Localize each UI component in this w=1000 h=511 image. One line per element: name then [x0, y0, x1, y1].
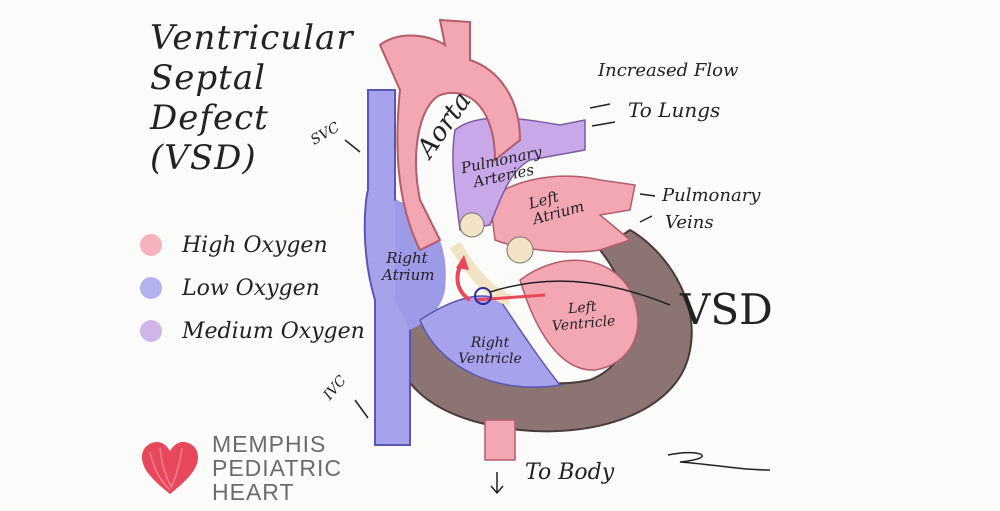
- diagram-title: Ventricular Septal Defect (VSD): [150, 18, 354, 178]
- legend-item-medium: Medium Oxygen: [140, 316, 365, 346]
- ivc-arrow-icon: [354, 399, 369, 419]
- label-right-ventricle: Right Ventricle: [458, 335, 522, 367]
- right-ventricle-shape: [419, 295, 562, 388]
- logo-text: MEMPHIS PEDIATRIC HEART: [212, 431, 342, 505]
- medium-oxygen-swatch: [140, 320, 162, 342]
- label-vsd: VSD: [680, 285, 773, 334]
- label-increased-flow: Increased Flow: [598, 60, 739, 81]
- vsd-hole: [474, 287, 492, 305]
- heart-logo-icon: [142, 442, 198, 494]
- left-ventricle-shape: [519, 259, 639, 371]
- svc-arrow-icon: [344, 139, 361, 153]
- mitral-valve: [506, 236, 534, 264]
- lungs-arrow-icon: [589, 103, 616, 127]
- label-to-lungs: To Lungs: [628, 98, 721, 122]
- label-left-ventricle: Left Ventricle: [551, 298, 617, 335]
- aorta-shape: [378, 18, 522, 252]
- label-right-atrium: Right Atrium: [382, 249, 435, 284]
- memphis-pediatric-heart-logo: MEMPHIS PEDIATRIC HEART: [140, 432, 342, 504]
- vsd-flow-arrowhead: [456, 255, 469, 270]
- vsd-shunt-line: [474, 293, 546, 302]
- low-oxygen-swatch: [140, 277, 162, 299]
- label-pulmonary: Pulmonary: [662, 185, 761, 206]
- pulmonary-valve: [459, 212, 485, 238]
- legend-label: Low Oxygen: [182, 275, 320, 301]
- label-to-body: To Body: [525, 460, 615, 485]
- label-veins: Veins: [665, 212, 714, 233]
- vsd-pointer: [489, 280, 671, 306]
- legend-item-high: High Oxygen: [140, 230, 328, 260]
- signature: [667, 451, 771, 471]
- high-oxygen-swatch: [140, 234, 162, 256]
- legend-label: Medium Oxygen: [182, 318, 365, 344]
- legend-item-low: Low Oxygen: [140, 273, 320, 303]
- descending-aorta: [484, 419, 516, 461]
- legend-label: High Oxygen: [182, 232, 328, 258]
- body-arrow-icon: [490, 472, 504, 495]
- veins-arrow-icon: [639, 193, 656, 223]
